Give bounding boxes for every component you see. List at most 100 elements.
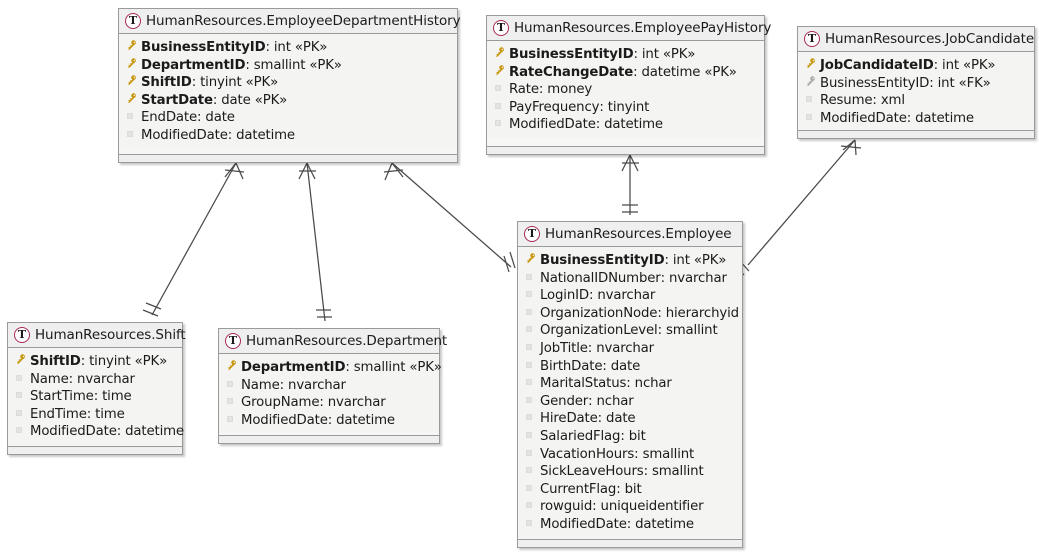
- relationship-job-candidate-employee: [731, 139, 862, 276]
- attribute-key-marker: [125, 57, 138, 70]
- attribute-row[interactable]: PayFrequency: tinyint: [493, 99, 756, 117]
- attribute-key-marker: [225, 378, 238, 390]
- attribute-type: : int «PK»: [265, 40, 328, 55]
- attribute-no-key-marker: [127, 130, 133, 137]
- attribute-type: : nvarchar: [587, 340, 654, 356]
- attribute-type: : nvarchar: [588, 288, 656, 304]
- attribute-row[interactable]: Name: nvarchar: [14, 371, 174, 389]
- attribute-row[interactable]: ShiftID: tinyint «PK»: [14, 353, 174, 371]
- attribute-name: ModifiedDate: [30, 424, 117, 440]
- attribute-key-marker: [524, 359, 537, 371]
- entity-attribute-list: BusinessEntityID: int «PK»RateChangeDate…: [487, 41, 764, 138]
- attribute-key-marker: [524, 447, 537, 459]
- attribute-row[interactable]: StartTime: time: [14, 388, 174, 406]
- attribute-name: VacationHours: [540, 446, 635, 462]
- attribute-row[interactable]: JobTitle: nvarchar: [524, 340, 734, 358]
- attribute-row[interactable]: OrganizationNode: hierarchyid: [524, 305, 739, 323]
- attribute-row[interactable]: StartDate: date «PK»: [125, 92, 449, 110]
- attribute-row[interactable]: MaritalStatus: nchar: [524, 375, 734, 393]
- primary-key-icon: [128, 93, 136, 103]
- attribute-row[interactable]: DepartmentID: smallint «PK»: [225, 359, 442, 377]
- attribute-type: : money: [538, 82, 593, 98]
- primary-key-icon: [228, 360, 236, 371]
- attribute-row[interactable]: VacationHours: smallint: [524, 446, 734, 464]
- attribute-key-marker: [524, 288, 537, 300]
- attribute-row[interactable]: GroupName: nvarchar: [225, 394, 431, 412]
- attribute-name: BirthDate: [540, 358, 603, 374]
- attribute-row[interactable]: BusinessEntityID: int «PK»: [493, 46, 756, 64]
- attribute-row[interactable]: Gender: nchar: [524, 393, 734, 411]
- attribute-row[interactable]: JobCandidateID: int «PK»: [804, 57, 1026, 75]
- attribute-row[interactable]: RateChangeDate: datetime «PK»: [493, 64, 756, 82]
- attribute-no-key-marker: [526, 291, 532, 298]
- attribute-row[interactable]: ModifiedDate: datetime: [493, 116, 756, 134]
- attribute-row[interactable]: ModifiedDate: datetime: [225, 412, 431, 430]
- attribute-row[interactable]: DepartmentID: smallint «PK»: [125, 57, 449, 75]
- attribute-row[interactable]: CurrentFlag: bit: [524, 481, 734, 499]
- attribute-row[interactable]: ShiftID: tinyint «PK»: [125, 74, 449, 92]
- attribute-type: : int «FK»: [929, 75, 991, 91]
- attribute-key-marker: [524, 517, 537, 529]
- attribute-no-key-marker: [526, 502, 532, 509]
- table-icon: T: [524, 226, 540, 242]
- attribute-name: Name: [30, 371, 69, 387]
- attribute-key-marker: [125, 128, 138, 140]
- attribute-row[interactable]: BusinessEntityID: int «FK»: [804, 75, 1026, 93]
- attribute-key-marker: [804, 111, 817, 123]
- attribute-type: : nchar: [626, 376, 672, 392]
- attribute-name: StartTime: [30, 389, 94, 405]
- attribute-no-key-marker: [526, 519, 532, 526]
- attribute-row[interactable]: BirthDate: date: [524, 358, 734, 376]
- attribute-row[interactable]: Rate: money: [493, 81, 756, 99]
- attribute-name: BusinessEntityID: [141, 40, 266, 55]
- attribute-name: BusinessEntityID: [820, 75, 930, 91]
- attribute-row[interactable]: rowguid: uniqueidentifier: [524, 498, 734, 516]
- attribute-type: : nvarchar: [279, 377, 346, 393]
- table-icon: T: [14, 327, 30, 343]
- attribute-row[interactable]: SickLeaveHours: smallint: [524, 463, 734, 481]
- attribute-row[interactable]: Name: nvarchar: [225, 377, 431, 395]
- attribute-row[interactable]: EndDate: date: [125, 109, 449, 127]
- attribute-row[interactable]: BusinessEntityID: int «PK»: [524, 252, 734, 270]
- attribute-key-marker: [524, 394, 537, 406]
- relationship-edh-shift: [142, 162, 245, 317]
- attribute-row[interactable]: ModifiedDate: datetime: [804, 110, 1026, 128]
- entity-attribute-list: BusinessEntityID: int «PK»NationalIDNumb…: [518, 247, 742, 538]
- attribute-type: : tinyint «PK»: [80, 354, 168, 369]
- primary-key-icon: [128, 40, 136, 51]
- attribute-row[interactable]: NationalIDNumber: nvarchar: [524, 270, 734, 288]
- attribute-row[interactable]: ModifiedDate: datetime: [14, 423, 184, 441]
- attribute-row[interactable]: Resume: xml: [804, 92, 1026, 110]
- attribute-name: OrganizationLevel: [540, 323, 658, 339]
- attribute-row[interactable]: LoginID: nvarchar: [524, 287, 734, 305]
- attribute-name: CurrentFlag: [540, 481, 617, 497]
- attribute-row[interactable]: SalariedFlag: bit: [524, 428, 734, 446]
- attribute-no-key-marker: [227, 380, 233, 387]
- attribute-row[interactable]: ModifiedDate: datetime: [524, 516, 734, 534]
- attribute-row[interactable]: OrganizationLevel: smallint: [524, 322, 734, 340]
- entity-title: HumanResources.Shift: [35, 327, 186, 343]
- attribute-row[interactable]: BusinessEntityID: int «PK»: [125, 39, 449, 57]
- attribute-no-key-marker: [495, 85, 501, 92]
- attribute-key-marker: [14, 407, 27, 419]
- attribute-row[interactable]: EndTime: time: [14, 406, 174, 424]
- entity-header-shift[interactable]: T HumanResources.Shift: [8, 323, 186, 348]
- attribute-row[interactable]: HireDate: date: [524, 410, 734, 428]
- attribute-name: BusinessEntityID: [509, 47, 634, 62]
- attribute-name: DepartmentID: [141, 57, 246, 73]
- entity-footer: [219, 435, 439, 443]
- attribute-row[interactable]: ModifiedDate: datetime: [125, 127, 449, 145]
- attribute-key-marker: [524, 376, 537, 388]
- attribute-type: : bit: [620, 428, 646, 444]
